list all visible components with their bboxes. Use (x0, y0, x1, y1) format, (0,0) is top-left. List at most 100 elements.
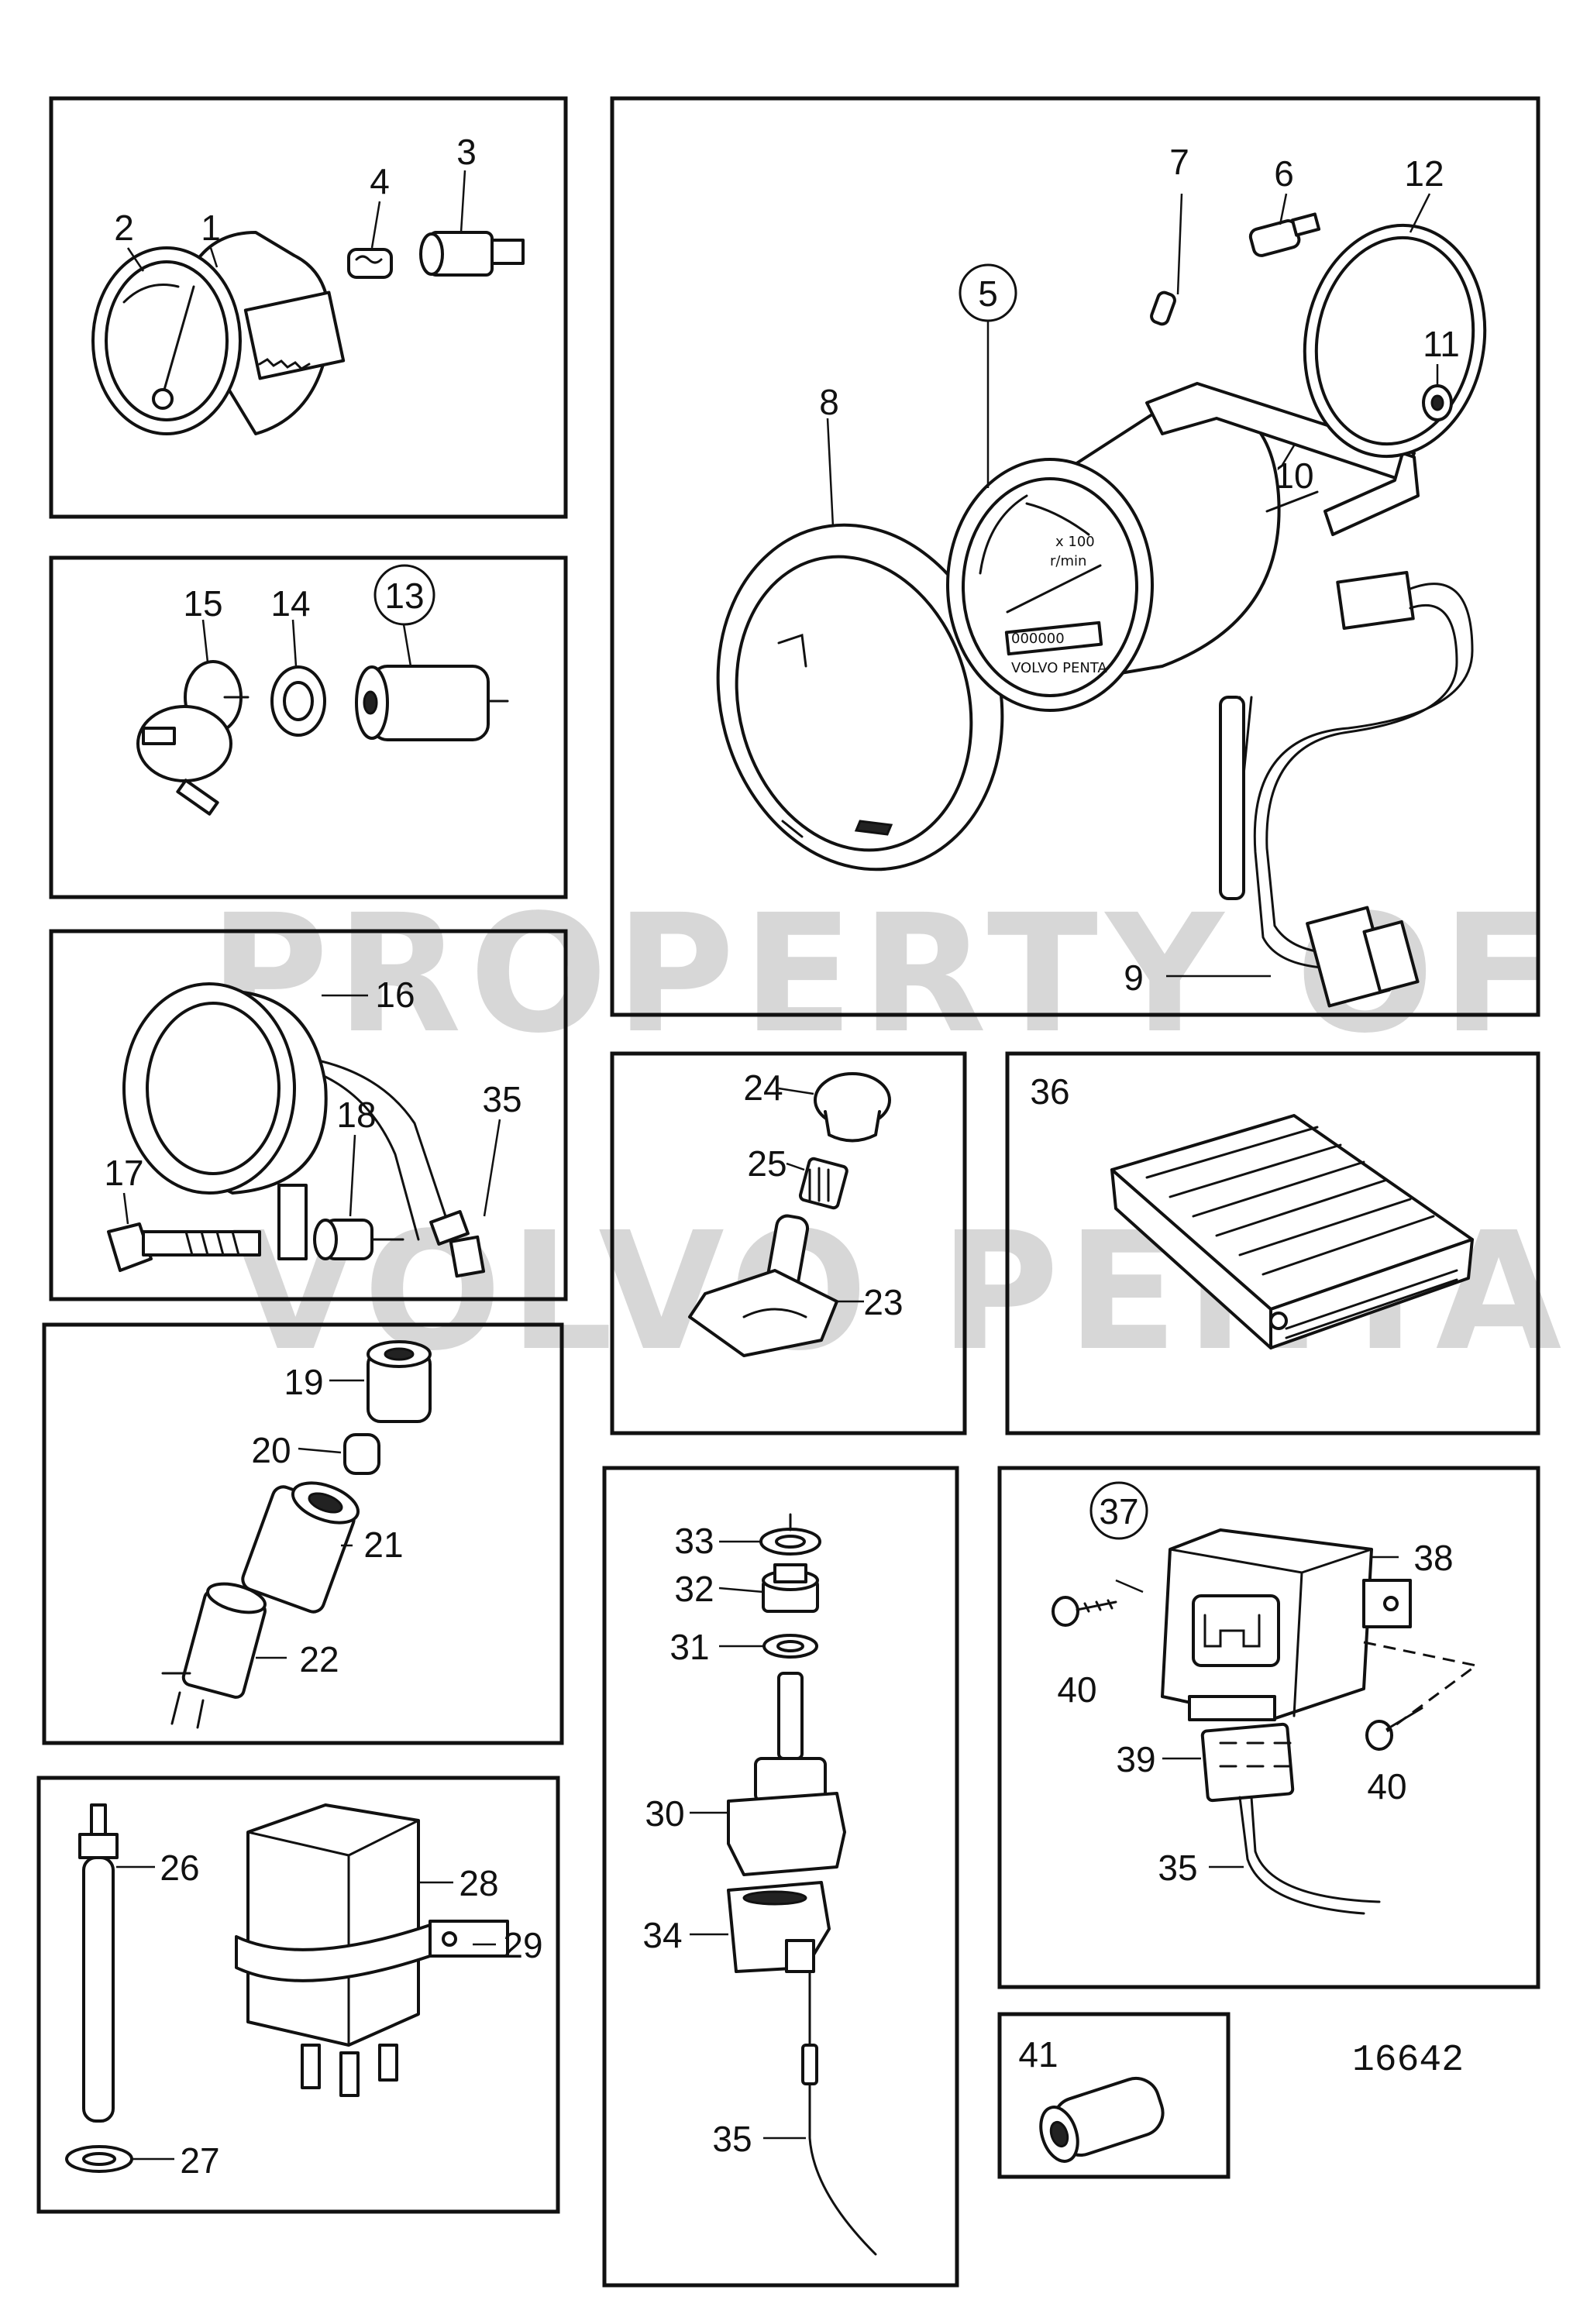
panel-sleeve-frame (997, 2012, 1231, 2179)
callout-9: 9 (1124, 957, 1144, 998)
knob-24 (814, 1072, 891, 1143)
panel-tachometer: x 100 r/min 000000 VOLVO PENTA (610, 96, 1540, 1017)
relay-28 (235, 1803, 509, 2097)
bulb-20 (343, 1433, 380, 1475)
panel-lamp: 19 20 21 22 (42, 1322, 564, 1745)
washer-27 (65, 2145, 133, 2173)
callout-6: 6 (1274, 153, 1294, 194)
dial-scale: x 100 (1055, 534, 1095, 550)
callout-20: 20 (251, 1430, 291, 1470)
panel-toggle: 24 25 23 (610, 1051, 967, 1435)
harness-9 (1219, 571, 1474, 1008)
panel-tachometer-frame (610, 96, 1540, 1017)
panel-sleeve: 41 (997, 2012, 1231, 2179)
callout-21: 21 (363, 1525, 403, 1565)
callout-28: 28 (459, 1863, 498, 1903)
callout-7: 7 (1169, 142, 1189, 182)
reference-number: 16642 (1352, 2040, 1464, 2082)
bulb-holder-6 (1248, 212, 1321, 257)
dial-brand: VOLVO PENTA (1011, 660, 1107, 676)
callout-36: 36 (1030, 1071, 1069, 1112)
callout-40-left: 40 (1057, 1669, 1096, 1710)
housing-21 (241, 1481, 360, 1614)
panel-toggle-frame (610, 1051, 967, 1435)
module-38 (1161, 1528, 1412, 1721)
callout-23: 23 (863, 1282, 903, 1322)
switch-body-13 (355, 665, 509, 741)
callout-19: 19 (284, 1362, 323, 1402)
cable-35 (801, 1970, 877, 2256)
dial-unit: r/min (1050, 553, 1086, 569)
callout-31: 31 (669, 1627, 709, 1667)
panel-horn-frame (49, 929, 568, 1301)
callout-4: 4 (370, 161, 390, 201)
callout-40-right: 40 (1367, 1766, 1406, 1807)
callout-10: 10 (1274, 456, 1313, 496)
callout-26: 26 (160, 1848, 199, 1888)
control-unit-36 (1110, 1114, 1474, 1349)
callout-39: 39 (1116, 1739, 1155, 1779)
spacer-18 (313, 1219, 404, 1260)
screw-40-right (1365, 1707, 1423, 1751)
bracket-10 (1145, 382, 1420, 536)
bulb-7 (1150, 290, 1176, 326)
panel-gauge-frame (49, 96, 568, 519)
washer-33 (759, 1513, 821, 1556)
washer-31 (762, 1634, 818, 1659)
bulb-holder-3 (419, 231, 525, 277)
panel-module: 37 38 40 40 39 35 (997, 1466, 1540, 1989)
boot-34 (727, 1881, 831, 1973)
switch-body-30 (727, 1672, 846, 1876)
switch-23 (688, 1214, 838, 1357)
callout-27: 27 (180, 2140, 219, 2181)
callout-12: 12 (1404, 153, 1444, 194)
nut-32 (762, 1563, 819, 1613)
callout-13-circle (373, 564, 435, 626)
callout-32: 32 (674, 1569, 714, 1609)
mounting-line (1363, 1641, 1479, 1733)
panel-relay: 26 27 28 29 (36, 1776, 560, 2214)
callout-2: 2 (114, 208, 134, 248)
dial-odometer: 000000 (1011, 631, 1065, 647)
callout-5: 5 (978, 273, 998, 314)
callout-3: 3 (456, 132, 477, 172)
callout-41: 41 (1018, 2034, 1058, 2075)
callout-37: 37 (1099, 1491, 1138, 1532)
callout-37-circle (1089, 1481, 1148, 1540)
bolt-17 (107, 1222, 261, 1272)
panel-pressure-switch: 33 32 31 30 34 35 (602, 1466, 959, 2288)
callout-33: 33 (674, 1521, 714, 1561)
callout-30: 30 (645, 1793, 684, 1834)
callout-29: 29 (503, 1925, 542, 1965)
lens-19 (367, 1340, 432, 1423)
panel-ignition-frame (49, 555, 568, 899)
horn-16 (122, 982, 486, 1278)
ignition-key (136, 660, 250, 816)
callout-11: 11 (1423, 324, 1460, 364)
callout-34: 34 (642, 1915, 682, 1955)
callout-25: 25 (747, 1143, 786, 1184)
callout-17: 17 (104, 1153, 143, 1193)
callout-22: 22 (299, 1639, 339, 1679)
tachometer-5: x 100 r/min 000000 VOLVO PENTA (946, 399, 1281, 712)
panel-control-unit-frame (1005, 1051, 1540, 1435)
connector-39 (1200, 1722, 1381, 1915)
panel-gauge: 2 1 4 3 (49, 96, 568, 519)
nut-11 (1422, 384, 1453, 421)
sleeve-41 (1039, 2076, 1165, 2163)
panel-ignition: 15 14 13 (49, 555, 568, 899)
panel-horn: 16 17 18 35 (49, 929, 568, 1301)
callout-13: 13 (384, 576, 424, 616)
callout-35-horn: 35 (482, 1079, 521, 1119)
nut-25 (798, 1157, 848, 1210)
callout-8: 8 (819, 382, 839, 422)
panel-module-frame (997, 1466, 1540, 1989)
callout-16: 16 (375, 975, 415, 1015)
socket-22 (161, 1582, 267, 1729)
callout-18: 18 (336, 1095, 376, 1135)
panel-control-unit: 36 (1005, 1051, 1540, 1435)
callout-15: 15 (183, 583, 222, 624)
panel-lamp-frame (42, 1322, 564, 1745)
bulb-4 (347, 248, 393, 279)
sender-26 (78, 1803, 119, 2123)
